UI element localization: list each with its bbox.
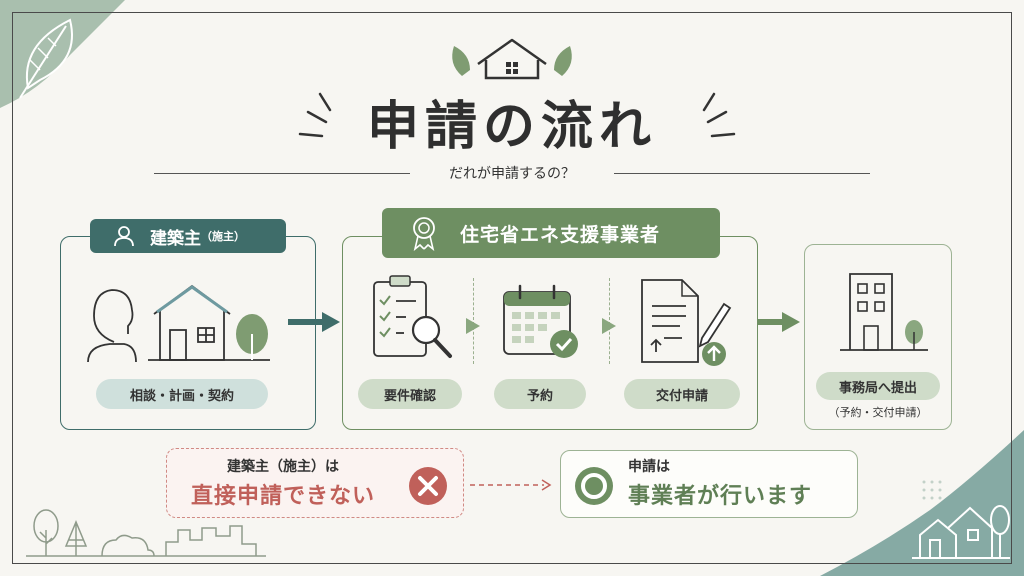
page-frame <box>12 12 1012 564</box>
owner-name-sub: （施主） <box>201 230 245 243</box>
page-subtitle: だれが申請するの？ <box>410 163 614 185</box>
business-header: 住宅省エネ支援事業者 <box>382 208 720 258</box>
step-pill-grant-application: 交付申請 <box>624 379 740 409</box>
office-building-icon <box>840 273 928 351</box>
houses-corner-decoration <box>820 430 1024 576</box>
arrow-right-icon <box>288 312 340 332</box>
trees-skyline-decoration <box>26 509 266 557</box>
owner-name: 建築主 <box>150 228 201 249</box>
owner-header: 建築主 （施主） <box>90 219 286 253</box>
document-pen-icon <box>641 279 732 366</box>
step-arrow-icon <box>466 318 480 334</box>
business-name: 住宅省エネ支援事業者 <box>460 223 661 246</box>
office-box <box>804 244 952 430</box>
office-note: （予約・交付申請） <box>828 406 928 419</box>
cross-icon <box>409 467 447 505</box>
title-sparkle-left-icon <box>298 92 332 138</box>
owner-activity-pill: 相談・計画・契約 <box>96 379 268 409</box>
page-title: 申請の流れ <box>366 97 657 157</box>
step-separator <box>609 278 610 364</box>
notice-no-line1: 建築主（施主）は <box>227 459 339 475</box>
dashed-arrow-icon <box>470 479 552 491</box>
notice-yes-line2: 事業者が行います <box>628 484 813 509</box>
award-ribbon-icon <box>413 217 435 251</box>
notice-yes-line1: 申請は <box>628 459 670 475</box>
notice-no-line2: 直接申請できない <box>190 484 375 509</box>
leaf-corner-decoration <box>0 0 125 108</box>
step-separator <box>473 278 474 364</box>
office-submit-pill: 事務局へ提出 <box>816 372 940 400</box>
step-arrow-icon <box>602 318 616 334</box>
step-pill-reservation: 予約 <box>494 379 586 409</box>
double-circle-icon <box>575 467 613 505</box>
checklist-magnifier-icon <box>373 275 452 358</box>
owner-home-illustration <box>87 284 270 362</box>
house-leaf-icon <box>452 38 572 80</box>
step-pill-requirements: 要件確認 <box>358 379 462 409</box>
calendar-check-icon <box>503 284 578 358</box>
title-sparkle-right-icon <box>702 92 736 138</box>
person-icon <box>114 226 134 247</box>
arrow-right-icon <box>758 312 800 332</box>
